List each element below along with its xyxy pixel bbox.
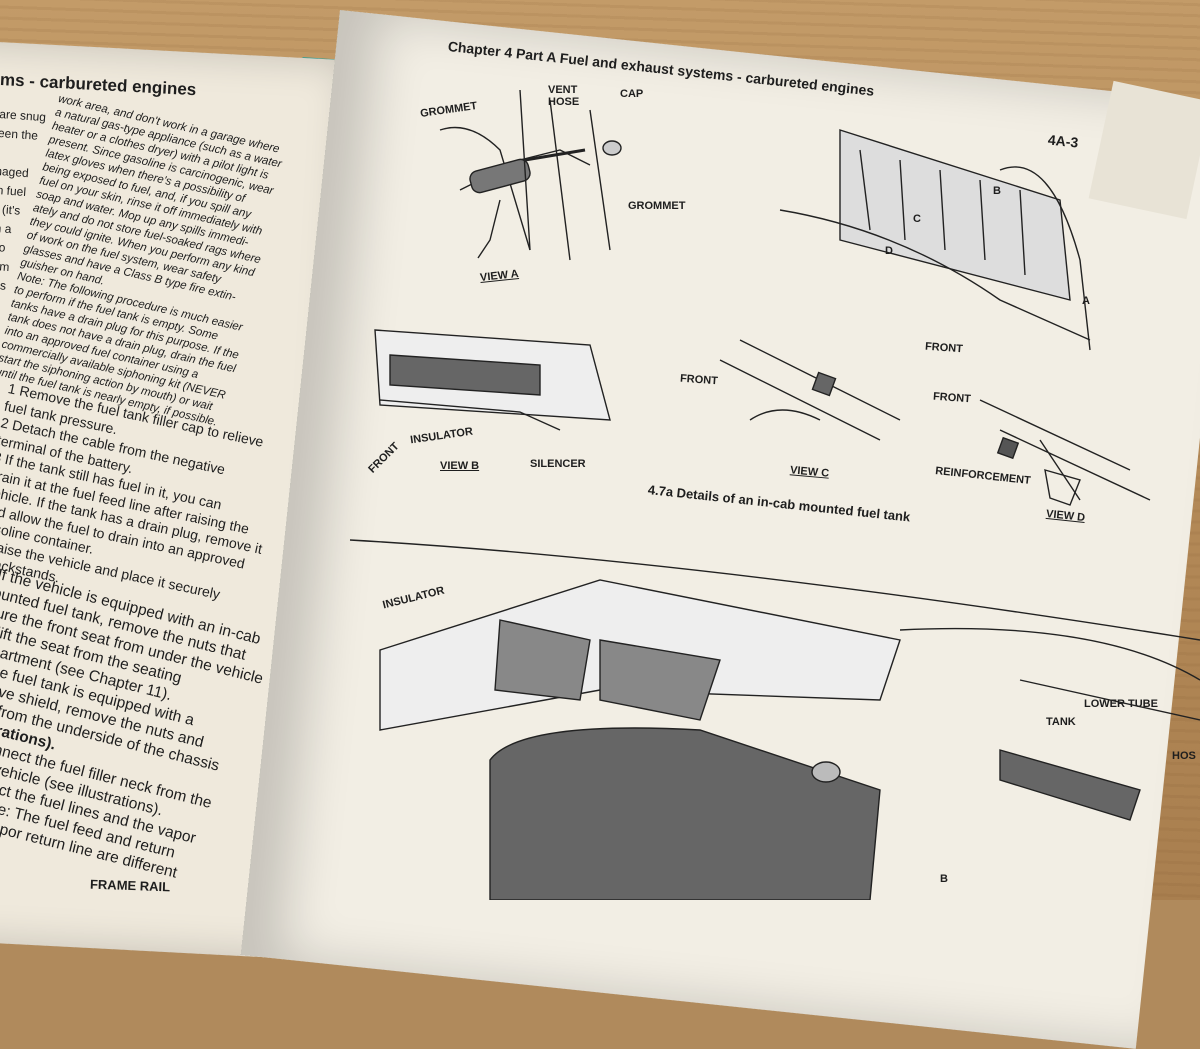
vent-hose-label-1: VENT	[548, 84, 578, 96]
lower-tank-drawing	[379, 579, 901, 900]
front-label: FRONT	[924, 340, 964, 356]
grommet-label: GROMMET	[628, 200, 686, 212]
divider-line	[349, 539, 1200, 641]
tank-label: TANK	[1046, 716, 1076, 728]
front-label: FRONT	[679, 372, 719, 388]
view-d-drawing	[979, 399, 1151, 506]
view-a-drawing	[439, 89, 622, 261]
letter-b-label: B	[993, 185, 1001, 197]
lower-tube-label: LOWER TUBE	[1084, 698, 1158, 710]
lower-right-drawing	[899, 627, 1200, 821]
letter-a-label: A	[1082, 295, 1090, 307]
letter-d-label: D	[885, 245, 893, 257]
letter-b-label: B	[940, 873, 948, 885]
tank-top-drawing	[779, 129, 1091, 351]
view-b-drawing	[374, 329, 611, 431]
silencer-label: SILENCER	[530, 458, 586, 470]
diagram-drawings	[349, 89, 1200, 900]
view-b-label: VIEW B	[440, 460, 480, 472]
hose-label: HOS	[1172, 750, 1196, 762]
vent-hose-label-2: HOSE	[548, 96, 580, 108]
letter-c-label: C	[913, 213, 921, 225]
front-label: FRONT	[932, 390, 972, 406]
view-c-drawing	[719, 339, 901, 441]
cap-label: CAP	[620, 88, 644, 100]
